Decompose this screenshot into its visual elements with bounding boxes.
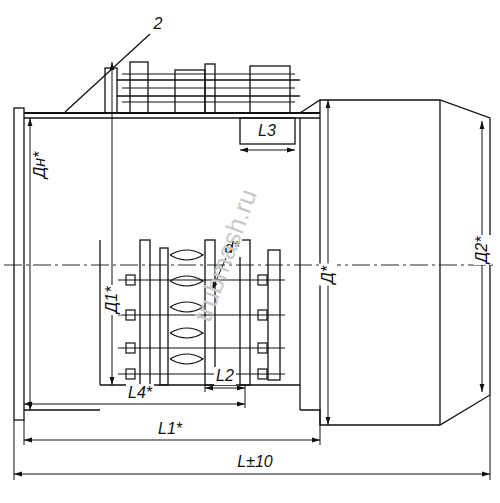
dimension-label: L4*	[126, 384, 154, 402]
nut	[126, 275, 135, 285]
nut	[258, 343, 267, 353]
spring-coil	[170, 328, 203, 338]
dimension-label: Д2*	[473, 235, 491, 265]
callout-number: 2	[152, 15, 165, 33]
dimension-label: Д*	[319, 264, 337, 286]
bolt	[122, 101, 295, 102]
spring-coil	[170, 354, 203, 364]
nut	[126, 310, 135, 320]
bolt	[122, 87, 295, 88]
spring-coil	[170, 276, 203, 286]
nut	[126, 343, 135, 353]
watermark: trubmash.ru	[187, 183, 263, 327]
nut	[258, 369, 267, 379]
dimension-label: Дн*	[31, 150, 49, 180]
dimension-label: L2	[214, 367, 236, 385]
dimension-label: Д1*	[103, 285, 121, 315]
dimension-label: L±10	[235, 453, 274, 471]
bolt	[122, 73, 295, 74]
dimension-label: L3	[256, 122, 278, 140]
nut	[126, 369, 135, 379]
dimension-label: L1*	[156, 420, 184, 438]
nut	[258, 310, 267, 320]
bolt	[118, 347, 285, 348]
spring-coil	[170, 250, 203, 260]
bolt	[118, 373, 285, 374]
nut	[258, 275, 267, 285]
